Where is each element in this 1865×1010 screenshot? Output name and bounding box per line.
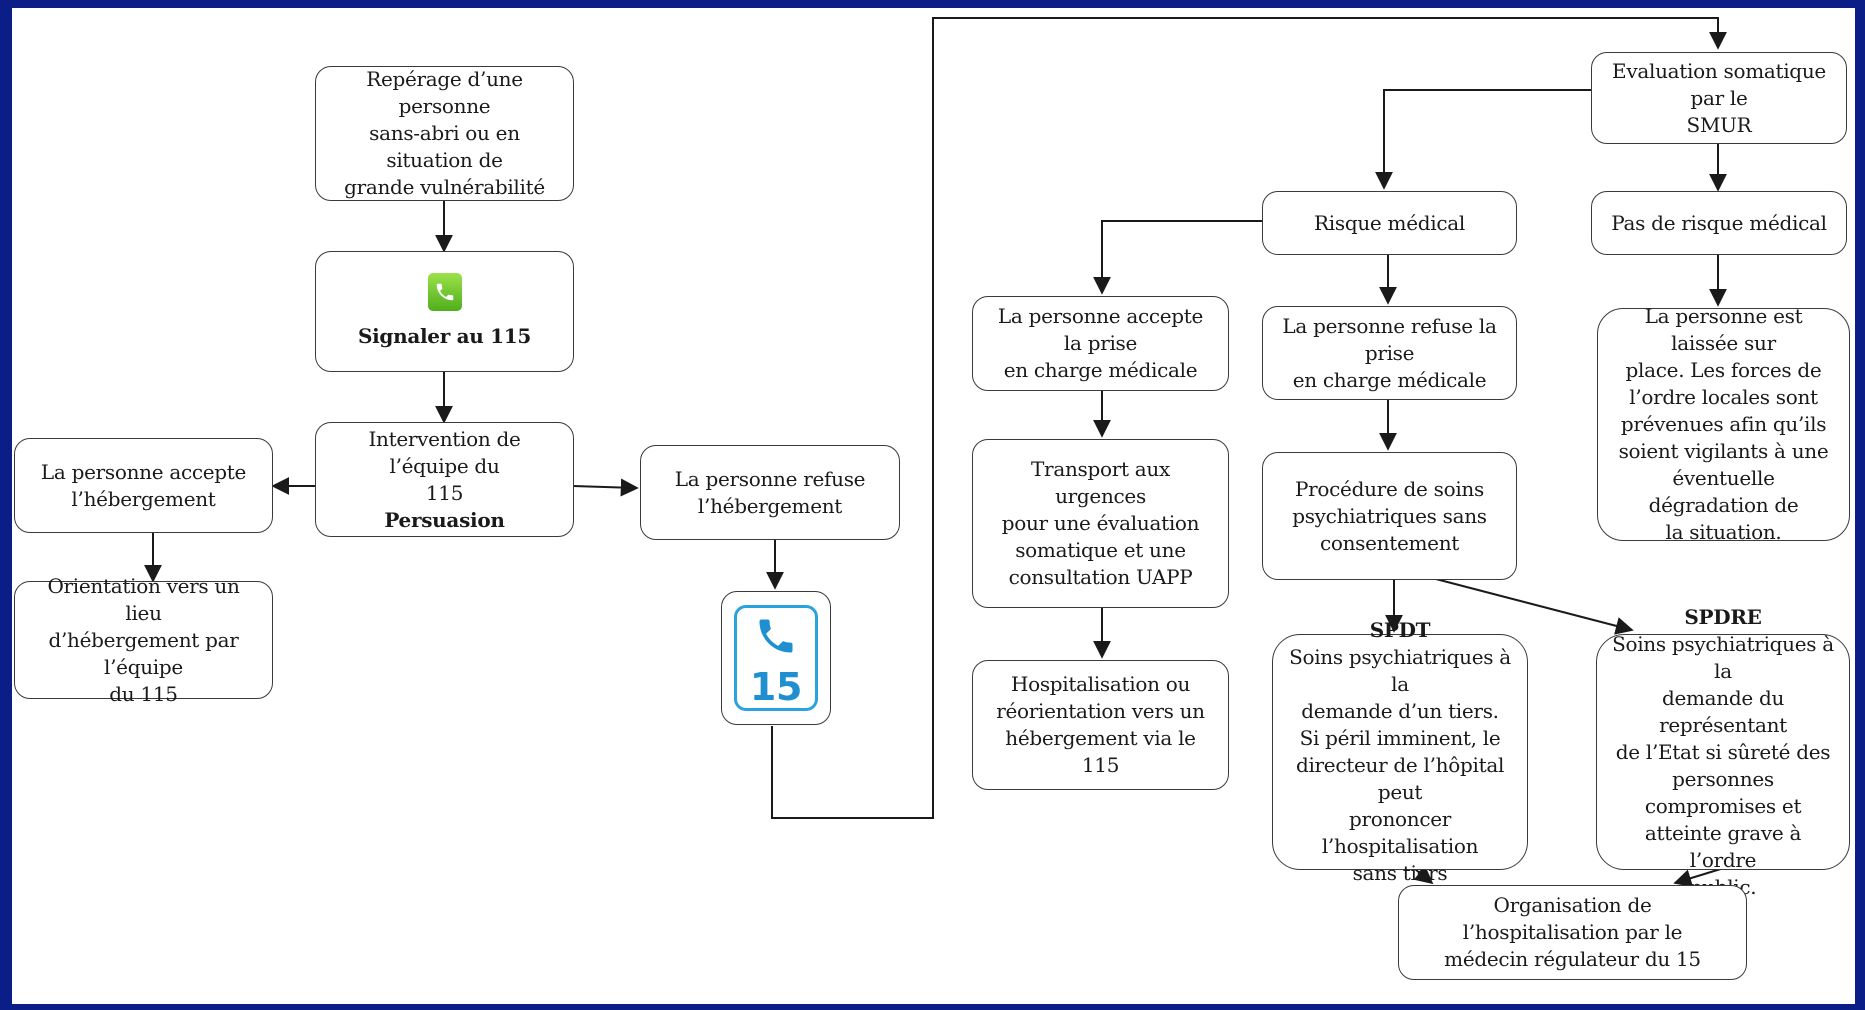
node-pas-risque-text: Pas de risque médical (1611, 210, 1827, 235)
node-spdre-title: SPDRE (1684, 604, 1762, 629)
phone-icon (427, 273, 462, 311)
node-accepte-pec-text: La personne accepte la prise en charge m… (997, 304, 1204, 382)
edge-evaluation-risque (1375, 89, 1591, 190)
node-intervention-text: Intervention de l’équipe du 115 (368, 426, 521, 505)
node-evaluation-text: Evaluation somatique par le SMUR (1612, 58, 1826, 137)
node-spdt: SPDT Soins psychiatriques à la demande d… (1272, 618, 1528, 885)
node-organisation-text: Organisation de l’hospitalisation par le… (1444, 893, 1701, 971)
edge-15-evaluation (771, 17, 1727, 819)
node-signaler-115: Signaler au 115 (315, 251, 574, 372)
node-spdt-text: Soins psychiatriques à la demande d’un t… (1289, 645, 1511, 885)
node-hospitalisation-text: Hospitalisation ou réorientation vers un… (996, 672, 1205, 777)
node-reperage: Repérage d’une personne sans-abri ou en … (315, 66, 574, 201)
node-refuse-pec-text: La personne refuse la prise en charge mé… (1282, 313, 1497, 392)
node-laissee-text: La personne est laissée sur place. Les f… (1618, 304, 1829, 544)
node-refuse-hebergement-text: La personne refuse l’hébergement (674, 466, 866, 518)
node-risque-text: Risque médical (1314, 210, 1465, 235)
node-transport-urgences: Transport aux urgences pour une évaluati… (972, 439, 1229, 608)
node-transport-text: Transport aux urgences pour une évaluati… (1001, 457, 1200, 589)
node-reperage-text: Repérage d’une personne sans-abri ou en … (344, 67, 545, 199)
node-samu-15: 15 (721, 591, 831, 725)
flowchart-edges (144, 17, 1751, 887)
node-spdre: SPDRE Soins psychiatriques à la demande … (1596, 605, 1850, 899)
node-persuasion-label: Persuasion (384, 507, 505, 532)
phone-15-number: 15 (749, 665, 803, 709)
node-pas-risque-medical: Pas de risque médical (1591, 191, 1847, 255)
node-refuse-prise-en-charge: La personne refuse la prise en charge mé… (1262, 306, 1517, 400)
node-intervention: Intervention de l’équipe du 115 Persuasi… (315, 422, 574, 537)
flowchart-canvas: Repérage d’une personne sans-abri ou en … (12, 8, 1855, 1004)
edge-procedure-spdre (1431, 577, 1634, 635)
node-accepte-hebergement: La personne accepte l’hébergement (14, 438, 273, 533)
node-evaluation-smur: Evaluation somatique par le SMUR (1591, 52, 1847, 144)
node-signaler-label: Signaler au 115 (357, 324, 532, 348)
node-procedure-soins: Procédure de soins psychiatriques sans c… (1262, 452, 1517, 580)
node-procedure-text: Procédure de soins psychiatriques sans c… (1292, 476, 1487, 555)
edge-intervention-refuse (572, 478, 639, 497)
node-orientation: Orientation vers un lieu d’hébergement p… (14, 574, 273, 706)
node-accepte-hebergement-text: La personne accepte l’hébergement (40, 459, 247, 511)
node-spdt-title: SPDT (1369, 618, 1431, 642)
node-laissee-sur-place: La personne est laissée sur place. Les f… (1597, 304, 1850, 544)
node-spdre-text: Soins psychiatriques à la demande du rep… (1612, 631, 1834, 899)
edge-risque-accepte (1093, 220, 1262, 295)
phone-15-icon: 15 (734, 605, 818, 711)
node-refuse-hebergement: La personne refuse l’hébergement (640, 445, 900, 540)
node-orientation-text: Orientation vers un lieu d’hébergement p… (47, 573, 240, 706)
node-hospitalisation: Hospitalisation ou réorientation vers un… (972, 660, 1229, 790)
node-risque-medical: Risque médical (1262, 191, 1517, 255)
node-organisation: Organisation de l’hospitalisation par le… (1398, 885, 1747, 980)
node-accepte-prise-en-charge: La personne accepte la prise en charge m… (972, 296, 1229, 391)
